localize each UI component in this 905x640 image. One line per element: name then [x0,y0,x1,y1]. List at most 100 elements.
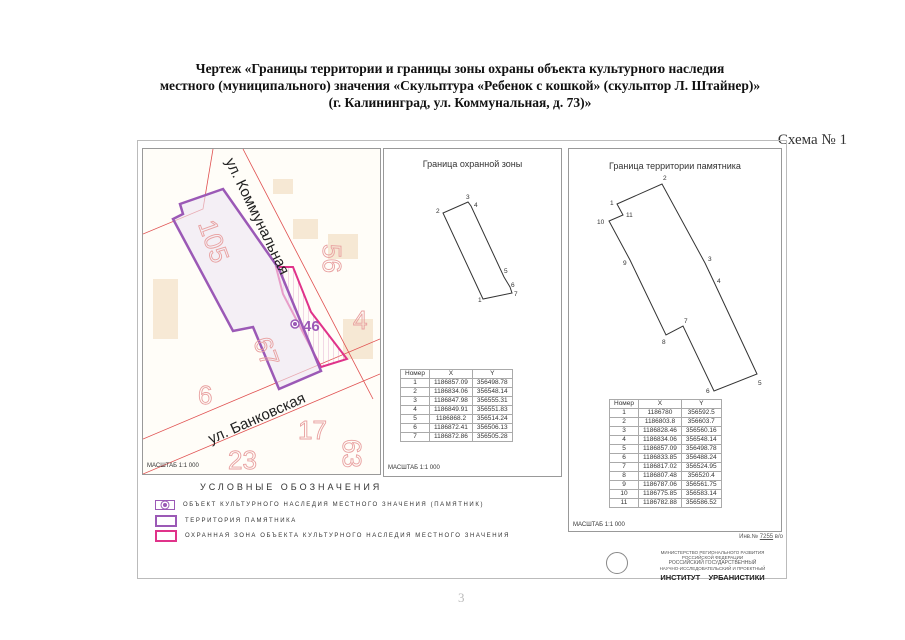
table-cell: 7 [608,462,640,472]
title-line: местного (муниципального) значения «Скул… [159,78,761,93]
house-number: 56 [317,244,347,273]
table-cell: 8 [608,471,640,481]
svg-text:1: 1 [478,297,482,304]
svg-text:11: 11 [626,212,633,219]
house-number: 4 [353,305,367,335]
table-cell: 1186834.06 [429,387,473,397]
svg-text:3: 3 [708,256,712,263]
svg-text:4: 4 [717,278,721,285]
map-panel: 105 67 56 4 6 23 17 63 ул. Коммунальная … [142,148,381,475]
table-cell: 5 [608,444,640,454]
table-cell: 1 [608,408,640,418]
table-cell: 6 [608,453,640,463]
legend-item-monument: ОБЪЕКТ КУЛЬТУРНОГО НАСЛЕДИЯ МЕСТНОГО ЗНА… [155,500,484,510]
zone-title: Граница охранной зоны [422,159,523,169]
table-cell: 1 [399,378,431,388]
table-cell: 9 [608,480,640,490]
table-cell: 356548.14 [471,387,513,397]
svg-text:9: 9 [623,260,627,267]
table-cell: 356488.24 [680,453,722,463]
table-cell: 3 [608,426,640,436]
table-cell: 11 [608,498,640,508]
table-cell: 1186782.88 [638,498,682,508]
schema-number: Схема № 1 [777,132,847,148]
table-cell: 356498.78 [471,378,513,388]
svg-text:7: 7 [684,318,688,325]
table-cell: 1186828.46 [638,426,682,436]
map-drawing: 105 67 56 4 6 23 17 63 ул. Коммунальная … [143,149,380,474]
monument-territory [171,187,323,391]
house-number: 6 [198,380,212,410]
table-cell: 356603.7 [680,417,722,427]
territory-title: Граница территории памятника [609,161,741,171]
table-cell: 4 [399,405,431,415]
table-cell: 356505.28 [471,432,513,442]
table-cell: 356548.14 [680,435,722,445]
table-cell: 1186803.8 [638,417,682,427]
svg-text:7: 7 [514,291,518,298]
legend-item-territory: ТЕРРИТОРИЯ ПАМЯТНИКА [155,515,297,527]
house-number: 17 [298,415,327,445]
monument-label: 46 [303,318,320,335]
table-cell: 1186868.2 [429,414,473,424]
table-cell: 356498.78 [680,444,722,454]
table-cell: 356560.16 [680,426,722,436]
monument-icon [155,500,175,510]
institute-stamp: Инв.№ 7255 в/о МИНИСТЕРСТВО РЕГИОНАЛЬНОГ… [600,534,785,582]
title-line: Чертеж «Границы территории и границы зон… [195,61,725,76]
table-cell: 3 [399,396,431,406]
table-cell: 1186807.48 [638,471,682,481]
table-cell: 5 [399,414,431,424]
table-cell: 356551.83 [471,405,513,415]
house-number: 23 [228,445,257,474]
table-cell: 1186849.91 [429,405,473,415]
svg-text:2: 2 [436,208,440,215]
table-cell: 356586.52 [680,498,722,508]
document-title: Чертеж «Границы территории и границы зон… [100,60,820,111]
svg-text:2: 2 [663,175,667,182]
table-cell: 1186817.02 [638,462,682,472]
institute-logo [606,552,628,574]
svg-text:1: 1 [610,200,614,207]
table-cell: 1186775.85 [638,489,682,499]
table-cell: 1186857.09 [638,444,682,454]
svg-text:5: 5 [504,268,508,275]
table-cell: 7 [399,432,431,442]
table-cell: 1186857.09 [429,378,473,388]
table-cell: 1186780 [638,408,682,418]
zone-swatch [155,530,177,542]
table-cell: 356592.5 [680,408,722,418]
house-number: 63 [337,439,367,468]
title-line: (г. Калининград, ул. Коммунальная, д. 73… [328,95,592,110]
svg-text:5: 5 [758,380,762,387]
svg-text:10: 10 [597,219,605,226]
table-cell: 356561.75 [680,480,722,490]
table-cell: 356520.4 [680,471,722,481]
map-scale: МАСШТАБ 1:1 000 [147,463,199,469]
legend-heading: УСЛОВНЫЕ ОБОЗНАЧЕНИЯ [200,482,383,492]
svg-text:4: 4 [474,202,478,209]
drawing-frame [137,140,787,579]
table-cell: 2 [399,387,431,397]
table-cell: 356514.24 [471,414,513,424]
table-cell: 1186787.06 [638,480,682,490]
